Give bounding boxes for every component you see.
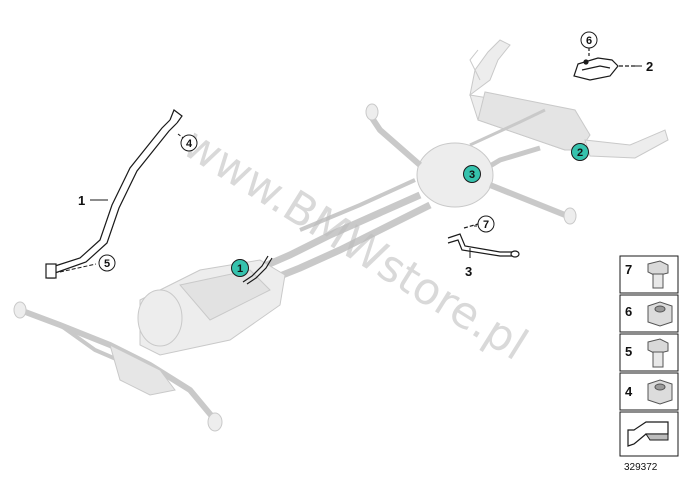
front-axle	[13, 301, 223, 432]
transmission	[137, 259, 286, 356]
key-row-4: 4	[619, 372, 679, 411]
callout-6: 6	[580, 31, 598, 49]
rear-muffler	[469, 39, 669, 182]
key-row-5: 5	[619, 333, 679, 372]
fastener-key: 7 6 5 4	[619, 255, 679, 457]
svg-text:5: 5	[625, 344, 632, 359]
leader-lines	[59, 65, 642, 273]
part-label-3: 3	[465, 264, 472, 279]
exhaust-pipes	[258, 178, 432, 284]
svg-text:2: 2	[577, 147, 583, 159]
svg-text:1: 1	[237, 263, 243, 275]
ground-lead-3	[447, 223, 520, 258]
rear-differential	[365, 103, 577, 225]
transmission-strap	[242, 255, 273, 285]
svg-text:3: 3	[469, 169, 475, 181]
diagram-id: 329372	[624, 462, 658, 473]
bolt-icon	[647, 338, 669, 368]
bolt-icon	[647, 260, 669, 289]
svg-text:7: 7	[625, 262, 632, 277]
part-label-2: 2	[646, 59, 653, 74]
nut-icon	[647, 379, 673, 405]
teal-callout-2: 2	[571, 143, 589, 161]
nut-icon	[647, 301, 673, 327]
key-row-7: 7	[619, 255, 679, 294]
svg-text:6: 6	[625, 304, 632, 319]
teal-callout-3: 3	[463, 165, 481, 183]
key-row-6: 6	[619, 294, 679, 333]
callout-5: 5	[98, 254, 116, 272]
drivetrain-background	[13, 39, 669, 432]
arrow-icon	[627, 421, 669, 447]
svg-text:4: 4	[625, 384, 633, 399]
part-label-1: 1	[78, 193, 85, 208]
direction-arrow-box	[619, 411, 679, 457]
svg-text:5: 5	[104, 258, 110, 270]
bracket-2	[573, 48, 636, 81]
teal-callout-1: 1	[231, 259, 249, 277]
svg-text:6: 6	[586, 35, 592, 47]
ground-strap-1	[45, 109, 183, 279]
callout-7: 7	[477, 215, 495, 233]
callout-4: 4	[180, 134, 198, 152]
svg-text:4: 4	[186, 138, 193, 150]
svg-text:7: 7	[483, 219, 489, 231]
